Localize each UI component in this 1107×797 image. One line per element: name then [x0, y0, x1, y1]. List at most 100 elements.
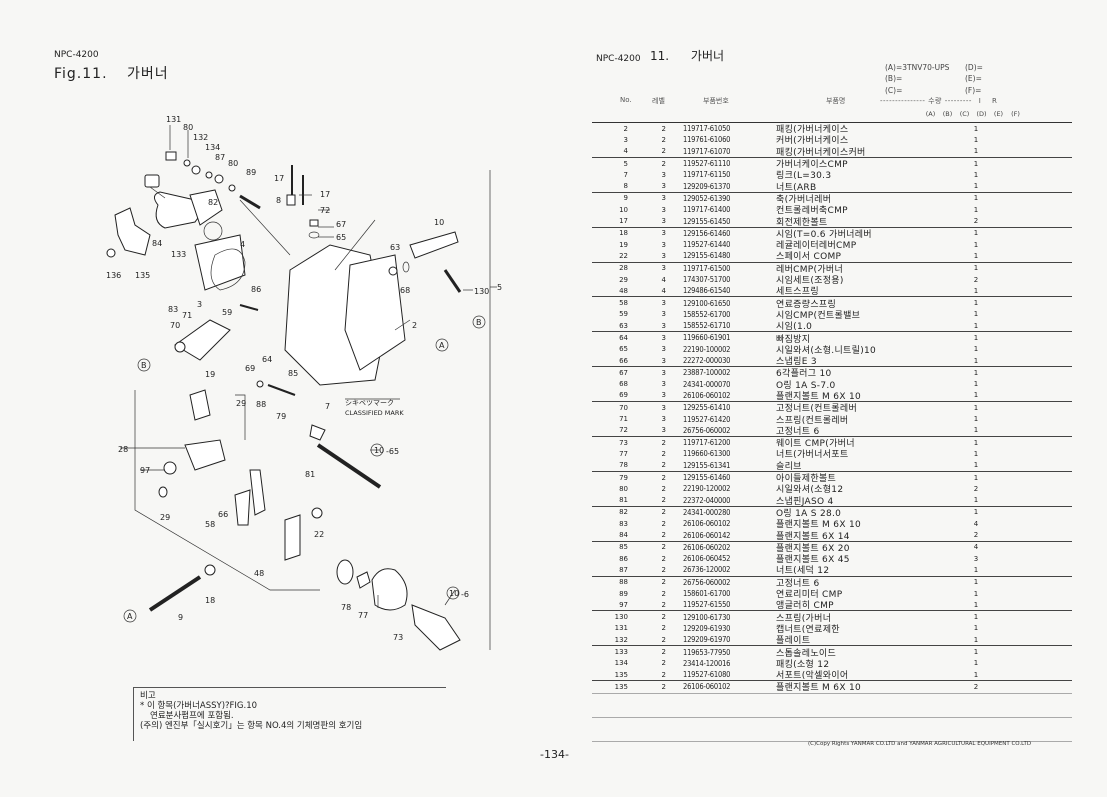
cell-level: 2: [661, 613, 666, 622]
cell-quantity-a: 1: [973, 182, 979, 191]
column-header-r: R: [992, 97, 998, 105]
cell-level: 2: [661, 682, 666, 691]
svg-text:29: 29: [236, 399, 246, 408]
cell-level: 3: [661, 391, 666, 400]
figure-heading: Fig.11. 가버너: [54, 63, 183, 83]
cell-part-number: 129486-61540: [683, 286, 731, 296]
variant-d: (D)=: [965, 63, 983, 73]
cell-quantity-a: 1: [973, 461, 979, 470]
cell-part-name: 플랜지볼트 6X 14: [776, 531, 850, 542]
cell-quantity-a: 1: [973, 159, 979, 168]
cell-ref-number: 85: [619, 543, 628, 552]
cell-part-name: 아이들제한볼트: [776, 474, 837, 485]
cell-ref-number: 29: [619, 275, 628, 284]
cell-level: 3: [661, 321, 666, 330]
svg-text:5: 5: [497, 283, 502, 292]
cell-part-name: 시임(1.0: [776, 322, 813, 333]
cell-part-number: 24341-000280: [683, 507, 731, 517]
cell-level: 3: [661, 240, 666, 249]
svg-text:130: 130: [474, 287, 489, 296]
svg-text:79: 79: [276, 412, 286, 421]
cell-part-number: 129209-61370: [683, 181, 731, 191]
cell-ref-number: 89: [619, 589, 628, 598]
cell-part-number: 26106-060202: [683, 542, 731, 552]
cell-part-name: 플랜지볼트 6X 45: [776, 555, 850, 566]
cell-ref-number: 88: [619, 578, 628, 587]
cell-ref-number: 135: [614, 670, 628, 679]
cell-part-number: 26106-060142: [683, 530, 731, 540]
svg-text:64: 64: [262, 355, 272, 364]
cell-ref-number: 70: [619, 403, 628, 412]
cell-level: 3: [661, 217, 666, 226]
svg-text:69: 69: [245, 364, 255, 373]
svg-text:88: 88: [256, 400, 266, 409]
svg-text:-65: -65: [386, 447, 399, 456]
empty-row-line: [592, 740, 1072, 765]
cell-part-name: 레귤레이터레버CMP: [776, 241, 857, 252]
cell-part-name: 플랜지볼트 M 6X 10: [776, 391, 861, 402]
cell-ref-number: 130: [614, 613, 628, 622]
column-header-i: I: [978, 97, 982, 105]
cell-quantity-a: 1: [973, 403, 979, 412]
cell-quantity-a: 1: [973, 578, 979, 587]
cell-quantity-a: 1: [973, 496, 979, 505]
svg-text:4: 4: [240, 240, 245, 249]
cell-part-name: 고정너트 6: [776, 426, 820, 437]
cell-ref-number: 79: [619, 473, 628, 482]
svg-text:19: 19: [205, 370, 215, 379]
empty-rows: [592, 692, 1072, 765]
cell-quantity-a: 1: [973, 321, 979, 330]
cell-ref-number: 77: [619, 449, 628, 458]
cell-part-name: 패킹(소형 12: [776, 659, 830, 670]
cell-level: 4: [661, 275, 666, 284]
cell-level: 2: [661, 519, 666, 528]
cell-quantity-a: 1: [973, 380, 979, 389]
svg-text:18: 18: [205, 596, 215, 605]
control-lever-shaft-part: [409, 231, 459, 259]
svg-text:22: 22: [314, 530, 324, 539]
cell-ref-number: 69: [619, 391, 628, 400]
model-variants: (A)=3TNV70-UPS(D)= (B)=(E)= (C)=(F)=: [885, 62, 983, 96]
cell-level: 2: [661, 600, 666, 609]
cell-quantity-a: 1: [973, 251, 979, 260]
cell-part-name: 너트(ARB: [776, 182, 817, 193]
stop-solenoid-part: [144, 174, 223, 229]
lever-28-part: [184, 439, 226, 471]
cell-ref-number: 19: [619, 240, 628, 249]
cell-part-number: 22372-040000: [683, 495, 731, 505]
cell-ref-number: 22: [619, 251, 628, 260]
cell-part-number: 26106-060102: [683, 519, 731, 529]
cell-level: 3: [661, 310, 666, 319]
svg-text:78: 78: [341, 603, 351, 612]
svg-text:10: 10: [449, 589, 459, 598]
cell-part-number: 119717-61150: [683, 170, 731, 180]
svg-text:135: 135: [135, 271, 150, 280]
variant-e: (E)=: [965, 74, 982, 84]
cell-part-number: 26106-060102: [683, 682, 731, 692]
quantity-variant-columns: (A)(B)(C)(D)(E)(F): [925, 110, 1020, 118]
cell-level: 3: [661, 368, 666, 377]
cell-level: 2: [661, 496, 666, 505]
cell-level: 2: [661, 659, 666, 668]
cell-quantity-a: 2: [973, 484, 979, 493]
cell-ref-number: 63: [619, 321, 628, 330]
governor-case-part: [194, 234, 406, 386]
